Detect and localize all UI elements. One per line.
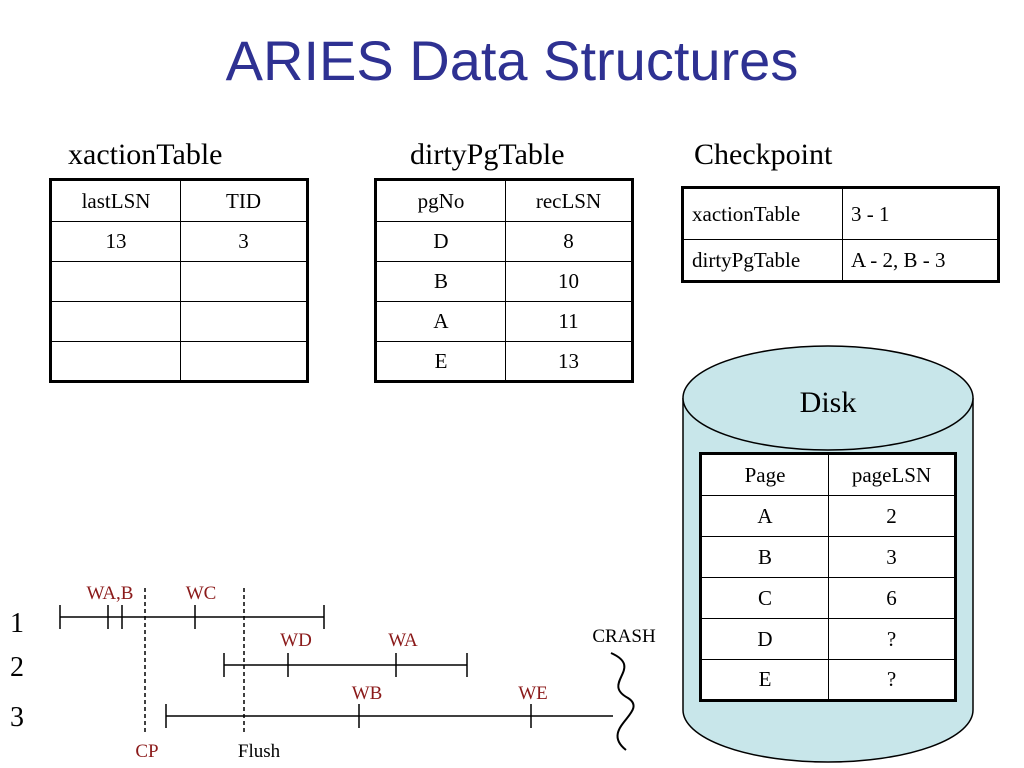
header-cell: TID <box>180 179 308 222</box>
header-cell: pageLSN <box>828 453 956 496</box>
table-row <box>50 301 308 342</box>
event-label: WB <box>352 683 383 704</box>
table-row: E? <box>700 659 956 701</box>
dirty-page-table-label: dirtyPgTable <box>410 138 565 171</box>
table-row: dirtyPgTable A - 2, B - 3 <box>682 239 999 282</box>
xaction-table-label: xactionTable <box>68 138 223 171</box>
table-cell: B <box>700 536 829 578</box>
timeline-lines <box>59 588 635 751</box>
table-cell <box>50 341 181 382</box>
table-row <box>50 341 308 382</box>
table-cell: 6 <box>828 577 956 619</box>
table-cell: 10 <box>505 261 633 302</box>
flush-marker-label: Flush <box>238 741 281 762</box>
table-cell: 3 <box>828 536 956 578</box>
table-cell: A <box>375 301 506 342</box>
table-cell: E <box>700 659 829 701</box>
timeline-row-label: 1 <box>10 608 24 639</box>
table-cell: A - 2, B - 3 <box>842 239 999 282</box>
header-cell: pgNo <box>375 179 506 222</box>
table-cell: A <box>700 495 829 537</box>
header-cell: recLSN <box>505 179 633 222</box>
event-label: WE <box>518 683 548 704</box>
disk-label: Disk <box>800 386 857 419</box>
crash-label: CRASH <box>592 626 656 647</box>
table-header-row: Page pageLSN <box>700 453 956 496</box>
table-row: D? <box>700 618 956 660</box>
table-cell: 2 <box>828 495 956 537</box>
table-cell: ? <box>828 659 956 701</box>
checkpoint-table: xactionTable 3 - 1 dirtyPgTable A - 2, B… <box>681 186 1000 283</box>
timeline-row-label: 2 <box>10 652 24 683</box>
event-label: WA,B <box>87 583 134 604</box>
table-cell: dirtyPgTable <box>682 239 843 282</box>
table-cell <box>180 341 308 382</box>
table-cell: 11 <box>505 301 633 342</box>
event-label: WD <box>280 630 312 651</box>
timeline-events: WA,B WC WD WA WB WE <box>87 583 548 704</box>
table-cell: ? <box>828 618 956 660</box>
disk-top <box>682 345 974 451</box>
page-title: ARIES Data Structures <box>225 29 799 92</box>
checkpoint-label: Checkpoint <box>694 138 833 171</box>
event-label: WC <box>186 583 217 604</box>
table-cell: 13 <box>50 221 181 262</box>
header-cell: Page <box>700 453 829 496</box>
crash-squiggle <box>610 652 635 751</box>
checkpoint-marker-label: CP <box>135 741 158 762</box>
table-cell: C <box>700 577 829 619</box>
table-cell: D <box>700 618 829 660</box>
timeline-row-label: 3 <box>10 702 24 733</box>
table-cell: E <box>375 341 506 382</box>
event-label: WA <box>388 630 418 651</box>
table-cell: 3 <box>180 221 308 262</box>
table-header-row: pgNo recLSN <box>375 179 633 222</box>
table-cell: 13 <box>505 341 633 382</box>
